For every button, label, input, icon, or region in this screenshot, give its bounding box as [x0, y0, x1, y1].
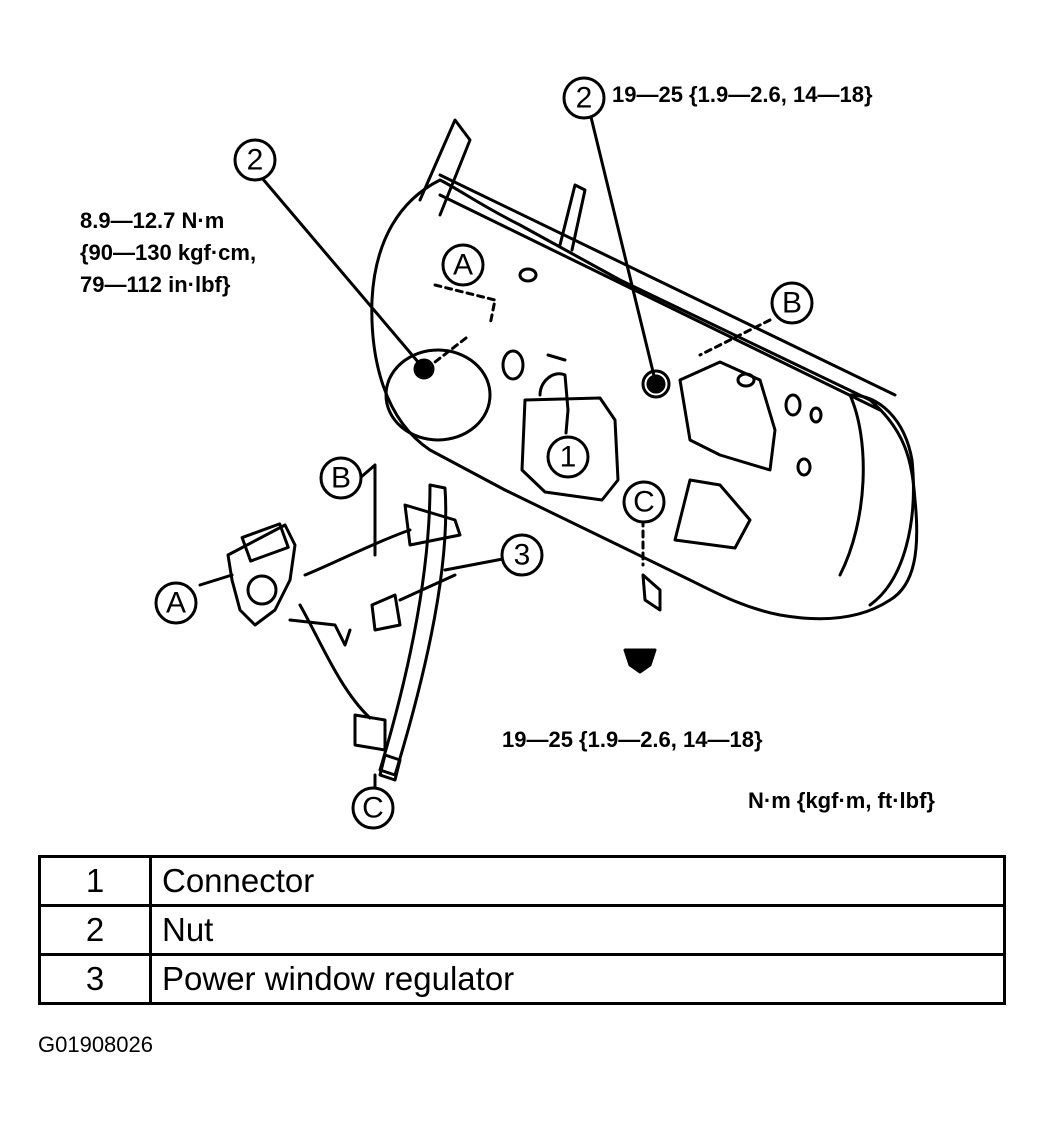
- legend-table: 1 Connector 2 Nut 3 Power window regulat…: [38, 855, 1006, 1005]
- access-hole-center: [520, 396, 620, 502]
- access-hole-right: [678, 360, 777, 472]
- torque-bottom: 19—25 {1.9—2.6, 14—18}: [502, 727, 763, 752]
- ref-c-regulator: C: [362, 792, 384, 825]
- ref-a-motor: A: [166, 587, 186, 620]
- door-end-cap: [848, 393, 915, 607]
- door-panel-outline: [370, 178, 919, 621]
- callout-nut-left: 2: [247, 144, 264, 177]
- callout-regulator: 3: [514, 539, 531, 572]
- door-regulator-diagram: 2 2 1 3 A A B B C C 8.9—12.7 N·m {90—130…: [80, 76, 935, 830]
- ref-c-door: C: [633, 486, 655, 519]
- legend-number: 3: [38, 953, 152, 1005]
- torque-left-line1: 8.9—12.7 N·m: [80, 208, 224, 233]
- callout-connector: 1: [560, 441, 577, 474]
- torque-left-line3: 79—112 in·lbf}: [80, 272, 231, 297]
- legend-number: 1: [38, 855, 152, 907]
- legend-description: Connector: [149, 855, 1006, 907]
- regulator-rail: [378, 483, 448, 777]
- torque-units: N·m {kgf·m, ft·lbf}: [748, 788, 935, 813]
- legend-row: 3 Power window regulator: [38, 953, 1006, 1005]
- legend-description: Power window regulator: [149, 953, 1006, 1005]
- ref-a-door: A: [453, 249, 473, 282]
- legend-row: 1 Connector: [38, 855, 1006, 907]
- figure-id: G01908026: [38, 1032, 153, 1057]
- legend-row: 2 Nut: [38, 904, 1006, 956]
- ref-b-door: B: [782, 287, 802, 320]
- access-hole-lower: [673, 478, 752, 550]
- ref-b-regulator: B: [331, 462, 351, 495]
- legend-description: Nut: [149, 904, 1006, 956]
- speaker-hole: [384, 348, 492, 442]
- legend-number: 2: [38, 904, 152, 956]
- regulator-motor: [226, 523, 297, 627]
- door-frame: [418, 118, 472, 217]
- torque-top-right: 19—25 {1.9—2.6, 14—18}: [612, 82, 873, 107]
- torque-left-line2: {90—130 kgf·cm,: [80, 240, 256, 265]
- callout-nut-right: 2: [576, 82, 593, 115]
- clip: [623, 648, 657, 674]
